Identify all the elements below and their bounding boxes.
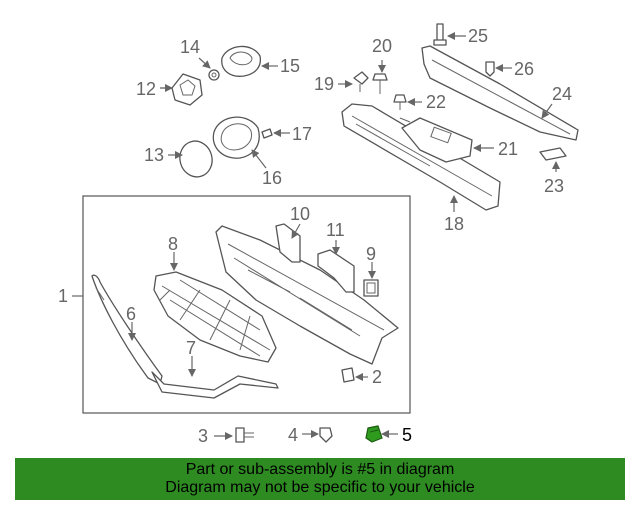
callout-4: 4 (288, 425, 298, 445)
info-banner: Part or sub-assembly is #5 in diagram Di… (15, 458, 625, 500)
callout-21: 21 (498, 139, 518, 159)
callout-1: 1 (58, 286, 68, 306)
part-26-clip (485, 61, 495, 77)
callout-12: 12 (136, 79, 156, 99)
callout-18: 18 (444, 214, 464, 234)
assembly-frame (82, 195, 411, 414)
callout-14: 14 (180, 37, 200, 57)
callout-11: 11 (326, 220, 345, 240)
callout-19: 19 (314, 74, 334, 94)
part-8-mesh (153, 271, 277, 363)
parts-diagram: 1 2 3 4 5 6 7 8 9 10 11 12 13 14 15 16 1… (58, 23, 579, 446)
part-6-side-molding (91, 274, 163, 385)
part-21-bracket (401, 117, 473, 163)
part-15-emblem (221, 45, 262, 77)
callout-15: 15 (280, 56, 300, 76)
part-3-screw (235, 427, 254, 443)
part-5-clip-highlighted (365, 425, 383, 443)
part-17-clip (261, 128, 273, 139)
part-19-clip (353, 71, 369, 92)
part-16-emblem-frame (212, 116, 260, 159)
part-25-screw (433, 23, 447, 46)
callout-10: 10 (290, 204, 310, 224)
callout-25: 25 (468, 26, 488, 46)
part-22-bolt (393, 94, 407, 110)
part-14-clip (208, 69, 220, 81)
callout-26: 26 (514, 59, 534, 79)
callout-7: 7 (186, 338, 196, 358)
callout-labels: 1 2 3 4 5 6 7 8 9 10 11 12 13 14 15 16 1… (58, 26, 572, 446)
banner-line-2: Diagram may not be specific to your vehi… (165, 479, 475, 496)
callout-8: 8 (168, 234, 178, 254)
callout-22: 22 (426, 92, 446, 112)
part-23-pad (539, 147, 567, 161)
leader-lines (72, 32, 560, 440)
part-4-clip (319, 427, 333, 443)
part-2-nut (341, 367, 355, 383)
part-13-emblem-ring (179, 140, 213, 178)
part-20-bolt (372, 73, 388, 94)
callout-3: 3 (198, 426, 208, 446)
callout-6: 6 (126, 304, 136, 324)
callout-16: 16 (262, 168, 282, 188)
callout-5: 5 (402, 425, 412, 445)
banner-line-1: Part or sub-assembly is #5 in diagram (185, 461, 455, 478)
callout-9: 9 (366, 244, 376, 264)
callout-20: 20 (372, 36, 392, 56)
part-12-emblem-base (171, 73, 203, 106)
callout-23: 23 (544, 176, 564, 196)
callout-13: 13 (144, 145, 164, 165)
part-grille-frame (215, 225, 399, 365)
part-18-cover (341, 103, 501, 211)
part-7-lower-molding (151, 371, 279, 399)
callout-24: 24 (552, 84, 572, 104)
callout-2: 2 (372, 367, 382, 387)
part-9-clip (363, 279, 379, 297)
callout-17: 17 (292, 124, 312, 144)
part-24-upper-panel (421, 45, 579, 141)
